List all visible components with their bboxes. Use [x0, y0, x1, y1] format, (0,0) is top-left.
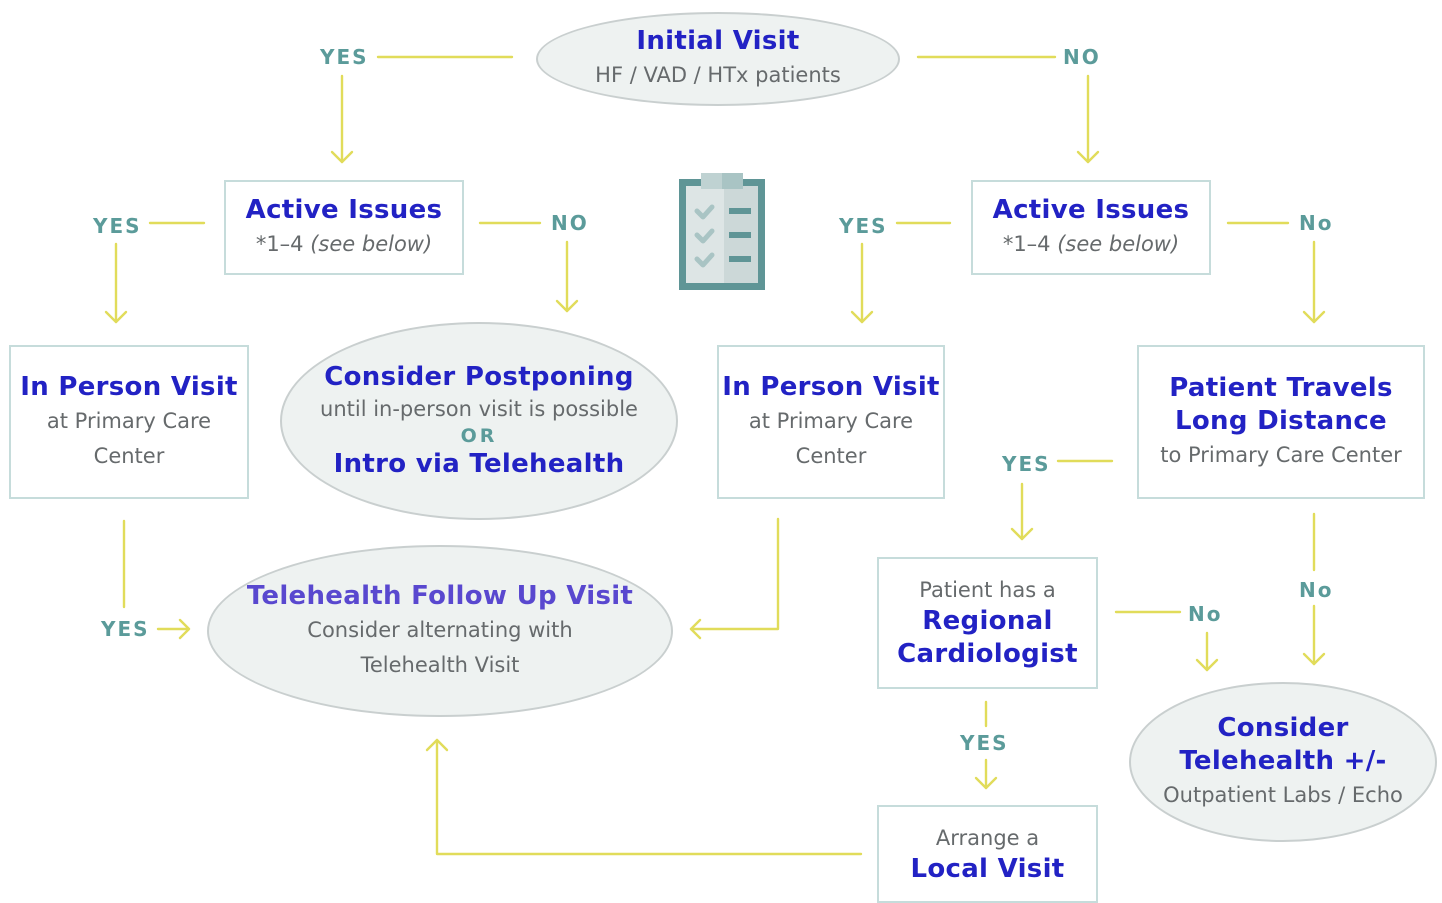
- node-subtitle: HF / VAD / HTx patients: [595, 63, 841, 87]
- in-person-visit-middle-node: In Person Visit at Primary Care Center: [717, 345, 945, 499]
- arrowhead: [555, 299, 579, 313]
- node-title: In Person Visit: [20, 371, 238, 402]
- label-yes-active-left: YES: [93, 214, 142, 238]
- arrowhead: [1302, 310, 1326, 324]
- consider-telehealth-node: Consider Telehealth +/- Outpatient Labs …: [1129, 682, 1437, 842]
- node-subtitle-prefix: *1–4: [255, 231, 311, 256]
- patient-travels-node: Patient Travels Long Distance to Primary…: [1137, 345, 1425, 499]
- label-no-active-right: No: [1299, 211, 1334, 235]
- node-line: Center: [795, 443, 867, 468]
- initial-visit-node: Initial Visit HF / VAD / HTx patients: [536, 12, 900, 106]
- node-subtitle: to Primary Care Center: [1160, 442, 1402, 467]
- connector-line: [435, 738, 863, 856]
- node-subtitle-note: (see below): [1057, 231, 1180, 256]
- arrowhead: [330, 150, 354, 164]
- node-title: Regional: [922, 606, 1053, 636]
- node-title: Telehealth Follow Up Visit: [246, 580, 634, 611]
- label-no-initial: NO: [1063, 45, 1101, 69]
- telehealth-follow-up-node: Telehealth Follow Up Visit Consider alte…: [207, 545, 673, 717]
- connector-line: [689, 517, 780, 631]
- node-line: Center: [93, 443, 165, 468]
- label-no-travels: No: [1299, 578, 1334, 602]
- node-subtitle: *1–4 (see below): [256, 227, 432, 262]
- node-subtitle: *1–4 (see below): [1003, 227, 1179, 262]
- node-line: Consider alternating with: [307, 617, 573, 642]
- label-yes-travels: YES: [1002, 452, 1051, 476]
- node-pretext: Arrange a: [935, 825, 1040, 850]
- node-title: Consider Postponing: [324, 362, 634, 392]
- clipboard-checklist-icon: [679, 173, 765, 290]
- arrowhead: [1302, 652, 1326, 666]
- active-issues-right-node: Active Issues *1–4 (see below): [971, 180, 1211, 275]
- node-line: Telehealth Visit: [360, 652, 520, 677]
- node-title: Initial Visit: [636, 26, 800, 56]
- node-title-secondary: Intro via Telehealth: [333, 449, 625, 479]
- node-title: Local Visit: [910, 853, 1065, 884]
- node-title: Active Issues: [992, 194, 1190, 225]
- node-subtitle: Outpatient Labs / Echo: [1163, 782, 1403, 807]
- arrowhead: [104, 310, 128, 324]
- node-title: Patient Travels: [1169, 372, 1393, 403]
- node-title: Long Distance: [1174, 405, 1387, 436]
- node-subtitle-note: (see below): [310, 231, 433, 256]
- node-title: Telehealth +/-: [1179, 745, 1387, 776]
- arrowhead: [850, 310, 874, 324]
- node-title: Cardiologist: [897, 639, 1078, 669]
- node-title: Active Issues: [245, 194, 443, 225]
- arrowhead: [1195, 658, 1219, 672]
- arrowhead: [1076, 150, 1100, 164]
- node-title: In Person Visit: [722, 371, 940, 402]
- node-subtitle-prefix: *1–4: [1002, 231, 1058, 256]
- active-issues-left-node: Active Issues *1–4 (see below): [224, 180, 464, 275]
- local-visit-node: Arrange a Local Visit: [877, 805, 1098, 903]
- arrowhead: [178, 618, 191, 640]
- arrowhead: [974, 776, 998, 790]
- label-yes-in-person-left: YES: [101, 617, 150, 641]
- label-no-active-left: NO: [551, 211, 589, 235]
- consider-postponing-node: Consider Postponing until in-person visi…: [280, 322, 678, 520]
- label-yes-active-right: YES: [839, 214, 888, 238]
- arrowhead: [689, 618, 702, 640]
- label-no-regional: No: [1188, 602, 1223, 626]
- in-person-visit-left-node: In Person Visit at Primary Care Center: [9, 345, 249, 499]
- node-title: Consider: [1217, 712, 1349, 743]
- label-yes-regional: YES: [960, 731, 1009, 755]
- arrowhead: [1010, 527, 1034, 541]
- node-pretext: Patient has a: [919, 578, 1056, 602]
- node-line: at Primary Care: [46, 408, 212, 433]
- label-yes-initial: YES: [320, 45, 369, 69]
- regional-cardiologist-node: Patient has a Regional Cardiologist: [877, 557, 1098, 689]
- node-subtitle: until in-person visit is possible: [320, 397, 638, 421]
- node-line: at Primary Care: [748, 408, 914, 433]
- or-separator: OR: [460, 425, 498, 447]
- arrowhead: [425, 738, 449, 752]
